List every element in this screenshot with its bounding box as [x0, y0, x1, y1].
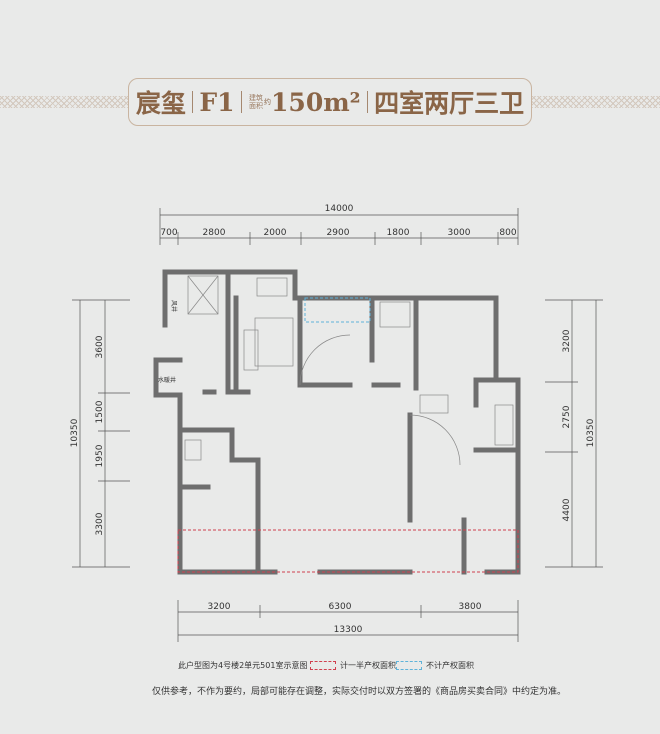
dim-left-0: 3600 — [95, 335, 105, 358]
dim-top-3: 2900 — [327, 228, 350, 238]
dim-bottom-1: 6300 — [329, 602, 352, 612]
layout-type: 四室两厅三卫 — [374, 89, 525, 118]
water-heating-shaft-label: 水暖井 — [158, 376, 176, 384]
dim-top-4: 1800 — [387, 228, 410, 238]
dim-top-0: 700 — [160, 228, 177, 238]
dim-left-1: 1500 — [95, 400, 105, 423]
vent-shaft-label: 风井 — [170, 300, 178, 312]
dim-left-2: 1950 — [95, 444, 105, 467]
decorative-lattice-left — [0, 96, 128, 108]
no-area-swatch-icon — [396, 661, 422, 670]
legend-no-area: 不计产权面积 — [396, 660, 474, 671]
dim-right-0: 3200 — [562, 329, 572, 352]
legend-half-area-label: 计一半产权面积 — [340, 661, 396, 670]
legend-caption: 此户型图为4号楼2单元501室示意图 — [178, 661, 308, 670]
dim-top-total: 14000 — [325, 204, 354, 214]
title-banner: 宸玺 F1 建筑面积 约 150m² 四室两厅三卫 — [128, 78, 532, 126]
dim-top-6: 800 — [499, 228, 516, 238]
area-value: 150m² — [271, 87, 361, 117]
legend-no-area-label: 不计产权面积 — [426, 661, 474, 670]
project-name: 宸玺 — [135, 89, 186, 118]
decorative-lattice-right — [532, 96, 660, 108]
dim-bottom-2: 3800 — [459, 602, 482, 612]
area-label: 建筑面积 — [249, 94, 264, 110]
dim-top-2: 2000 — [264, 228, 287, 238]
unit-code: F1 — [199, 87, 235, 117]
walls — [153, 269, 521, 575]
area-prefix: 约 — [264, 98, 272, 106]
dim-bottom-total: 13300 — [334, 625, 363, 635]
dimension-lines — [72, 208, 603, 642]
dim-left-total: 10350 — [70, 418, 80, 447]
dim-top-1: 2800 — [203, 228, 226, 238]
dim-right-1: 2750 — [562, 405, 572, 428]
half-area-swatch-icon — [310, 661, 336, 670]
legend-half-area: 计一半产权面积 — [310, 660, 396, 671]
dim-left-3: 3300 — [95, 512, 105, 535]
dim-bottom-0: 3200 — [208, 602, 231, 612]
dim-right-2: 4400 — [562, 498, 572, 521]
no-area-region — [304, 297, 371, 323]
disclaimer: 仅供参考，不作为要约，局部可能存在调整，实际交付时以双方签署的《商品房买卖合同》… — [152, 687, 567, 697]
dim-top-5: 3000 — [448, 228, 471, 238]
dim-right-total: 10350 — [586, 418, 596, 447]
half-area-balcony-region — [177, 529, 519, 573]
fixtures — [184, 275, 514, 466]
